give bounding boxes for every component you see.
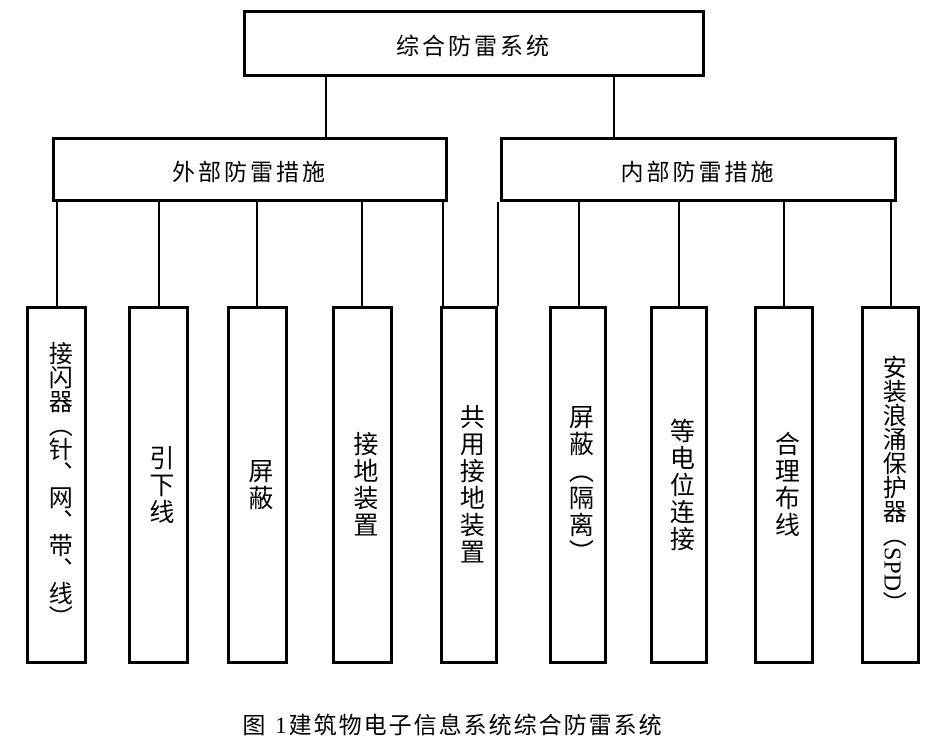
node-comprehensive-system-label: 综合防雷系统 — [396, 33, 552, 59]
node-internal-measures-label: 内部防雷措施 — [620, 159, 777, 185]
connector-external-to-grounding — [361, 202, 363, 306]
node-comprehensive-system: 综合防雷系统 — [243, 10, 705, 77]
connector-external-to-shielding — [256, 202, 258, 306]
connector-internal-to-shielding-isolation — [578, 202, 580, 306]
node-air-terminal-label: 接闪器（针、网、带、线） — [44, 341, 71, 629]
figure-caption: 图 1建筑物电子信息系统综合防雷系统 — [242, 713, 664, 738]
connector-external-to-common-grounding — [442, 202, 444, 306]
node-equipotential-bonding: 等电位连接 — [650, 306, 708, 664]
connector-external-to-air-terminal — [56, 202, 58, 306]
node-shielding-isolation-label: 屏蔽（隔离） — [565, 404, 593, 566]
node-reasonable-wiring: 合理布线 — [754, 306, 814, 664]
node-grounding-device-label: 接地装置 — [349, 431, 377, 539]
node-internal-measures: 内部防雷措施 — [500, 137, 897, 202]
node-down-conductor: 引下线 — [128, 306, 189, 664]
connector-internal-to-equipotential — [678, 202, 680, 306]
node-external-measures: 外部防雷措施 — [52, 137, 448, 202]
connector-internal-to-common-grounding — [497, 202, 499, 306]
node-surge-protector-spd-label: 安装浪涌保护器（SPD） — [878, 354, 905, 616]
node-reasonable-wiring-label: 合理布线 — [771, 431, 799, 539]
connector-root-to-internal — [613, 77, 615, 137]
node-common-grounding-device-label: 共用接地装置 — [456, 404, 484, 566]
node-shielding-label: 屏蔽 — [244, 458, 272, 512]
node-grounding-device: 接地装置 — [332, 306, 393, 664]
connector-internal-to-spd — [890, 202, 892, 306]
node-common-grounding-device: 共用接地装置 — [440, 306, 498, 664]
connector-internal-to-wiring — [783, 202, 785, 306]
node-shielding-isolation: 屏蔽（隔离） — [549, 306, 607, 664]
node-shielding: 屏蔽 — [227, 306, 288, 664]
connector-external-to-down-conductor — [158, 202, 160, 306]
node-air-terminal: 接闪器（针、网、带、线） — [26, 306, 87, 664]
connector-root-to-external — [325, 77, 327, 137]
node-down-conductor-label: 引下线 — [145, 444, 173, 526]
node-equipotential-bonding-label: 等电位连接 — [666, 417, 694, 553]
node-external-measures-label: 外部防雷措施 — [172, 159, 328, 185]
node-surge-protector-spd: 安装浪涌保护器（SPD） — [861, 306, 920, 664]
